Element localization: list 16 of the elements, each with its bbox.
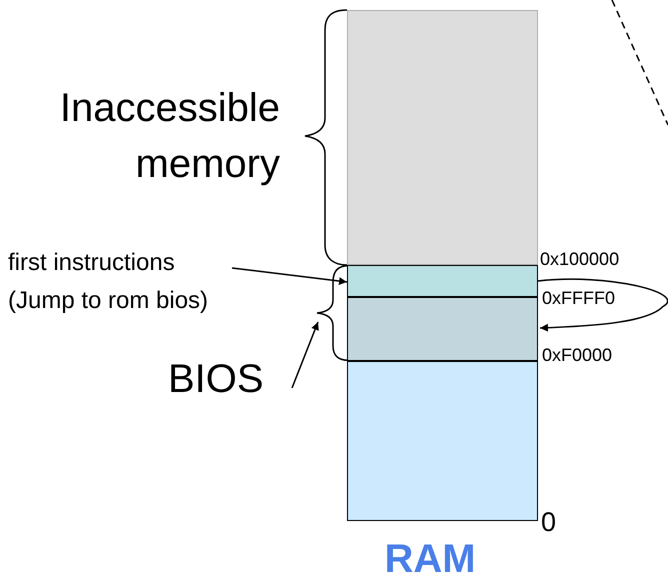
- memory-region: [347, 265, 538, 297]
- leader-line: [291, 322, 319, 388]
- memory-region: [347, 361, 538, 521]
- memory-region: [347, 10, 538, 265]
- address-label: 0xF0000: [542, 345, 614, 367]
- arrow: [538, 278, 668, 332]
- curly-brace: [315, 265, 348, 361]
- label-text: first instructions (Jump to rom bios): [8, 244, 240, 316]
- label-text: BIOS: [168, 347, 290, 399]
- leader-line: [232, 267, 348, 285]
- memory-region: [347, 297, 538, 361]
- memory-title: RAM: [383, 536, 477, 580]
- address-label: 0xFFFF0: [542, 288, 616, 310]
- address-label: 0: [541, 506, 558, 538]
- region-label: Inaccessible memory: [58, 85, 280, 188]
- address-label: 0x100000: [540, 249, 620, 271]
